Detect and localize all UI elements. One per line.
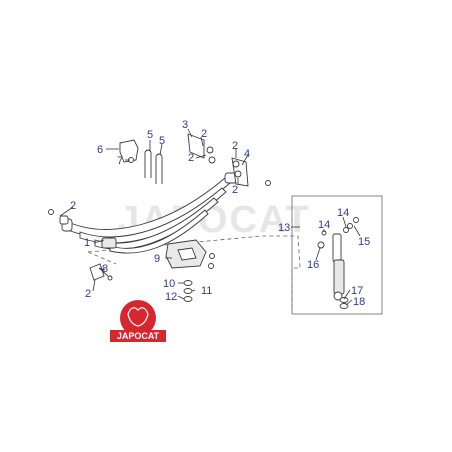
callout-6: 6 <box>97 144 103 156</box>
spring-pad <box>101 237 117 249</box>
callout-16: 16 <box>307 259 319 271</box>
axle-seat <box>165 239 215 269</box>
callout-2-shackle-upper: 2 <box>201 128 207 140</box>
front-bolt <box>48 209 54 215</box>
brand-logo: JAPOCAT <box>110 300 166 342</box>
callout-2-hanger-upper: 2 <box>232 140 238 152</box>
callout-2-front: 2 <box>70 200 76 212</box>
callout-2-shackle-lower: 2 <box>188 152 194 164</box>
washer-stack <box>183 280 193 302</box>
logo-badge <box>120 300 156 336</box>
callout-14-left: 14 <box>318 219 330 231</box>
callout-8: 8 <box>102 263 108 275</box>
callout-1: 1 <box>84 237 90 249</box>
callout-2-hanger-lower: 2 <box>232 184 238 196</box>
callout-15: 15 <box>358 236 370 248</box>
front-bracket <box>119 139 139 163</box>
callout-11: 11 <box>201 285 212 297</box>
callout-18: 18 <box>353 296 365 308</box>
callout-5-left: 5 <box>147 129 153 141</box>
callout-7: 7 <box>117 155 123 167</box>
front-bushing <box>59 215 69 225</box>
shock-absorber <box>317 217 359 309</box>
dashed-group-outline <box>87 235 301 312</box>
lower-bolt <box>89 263 113 281</box>
callout-14-right: 14 <box>337 207 349 219</box>
callout-2-lower: 2 <box>85 288 91 300</box>
leader-lines <box>59 128 361 306</box>
callout-10: 10 <box>163 278 175 290</box>
u-bolts <box>144 149 163 184</box>
logo-mascot-icon <box>127 307 149 327</box>
rear-shackle <box>187 133 271 187</box>
callout-3: 3 <box>182 119 188 131</box>
callout-9: 9 <box>154 253 160 265</box>
shock-group-box <box>291 195 383 315</box>
logo-banner <box>110 330 166 342</box>
dashed-link <box>87 251 117 265</box>
callout-5-right: 5 <box>159 135 165 147</box>
logo-text: JAPOCAT <box>117 331 160 341</box>
callout-13: 13 <box>278 222 290 234</box>
callout-17: 17 <box>351 285 363 297</box>
callout-labels: 1 2 6 7 5 5 3 2 2 2 4 2 8 2 9 10 11 12 1… <box>70 119 370 308</box>
callout-4: 4 <box>244 148 250 160</box>
callout-12: 12 <box>165 291 177 303</box>
